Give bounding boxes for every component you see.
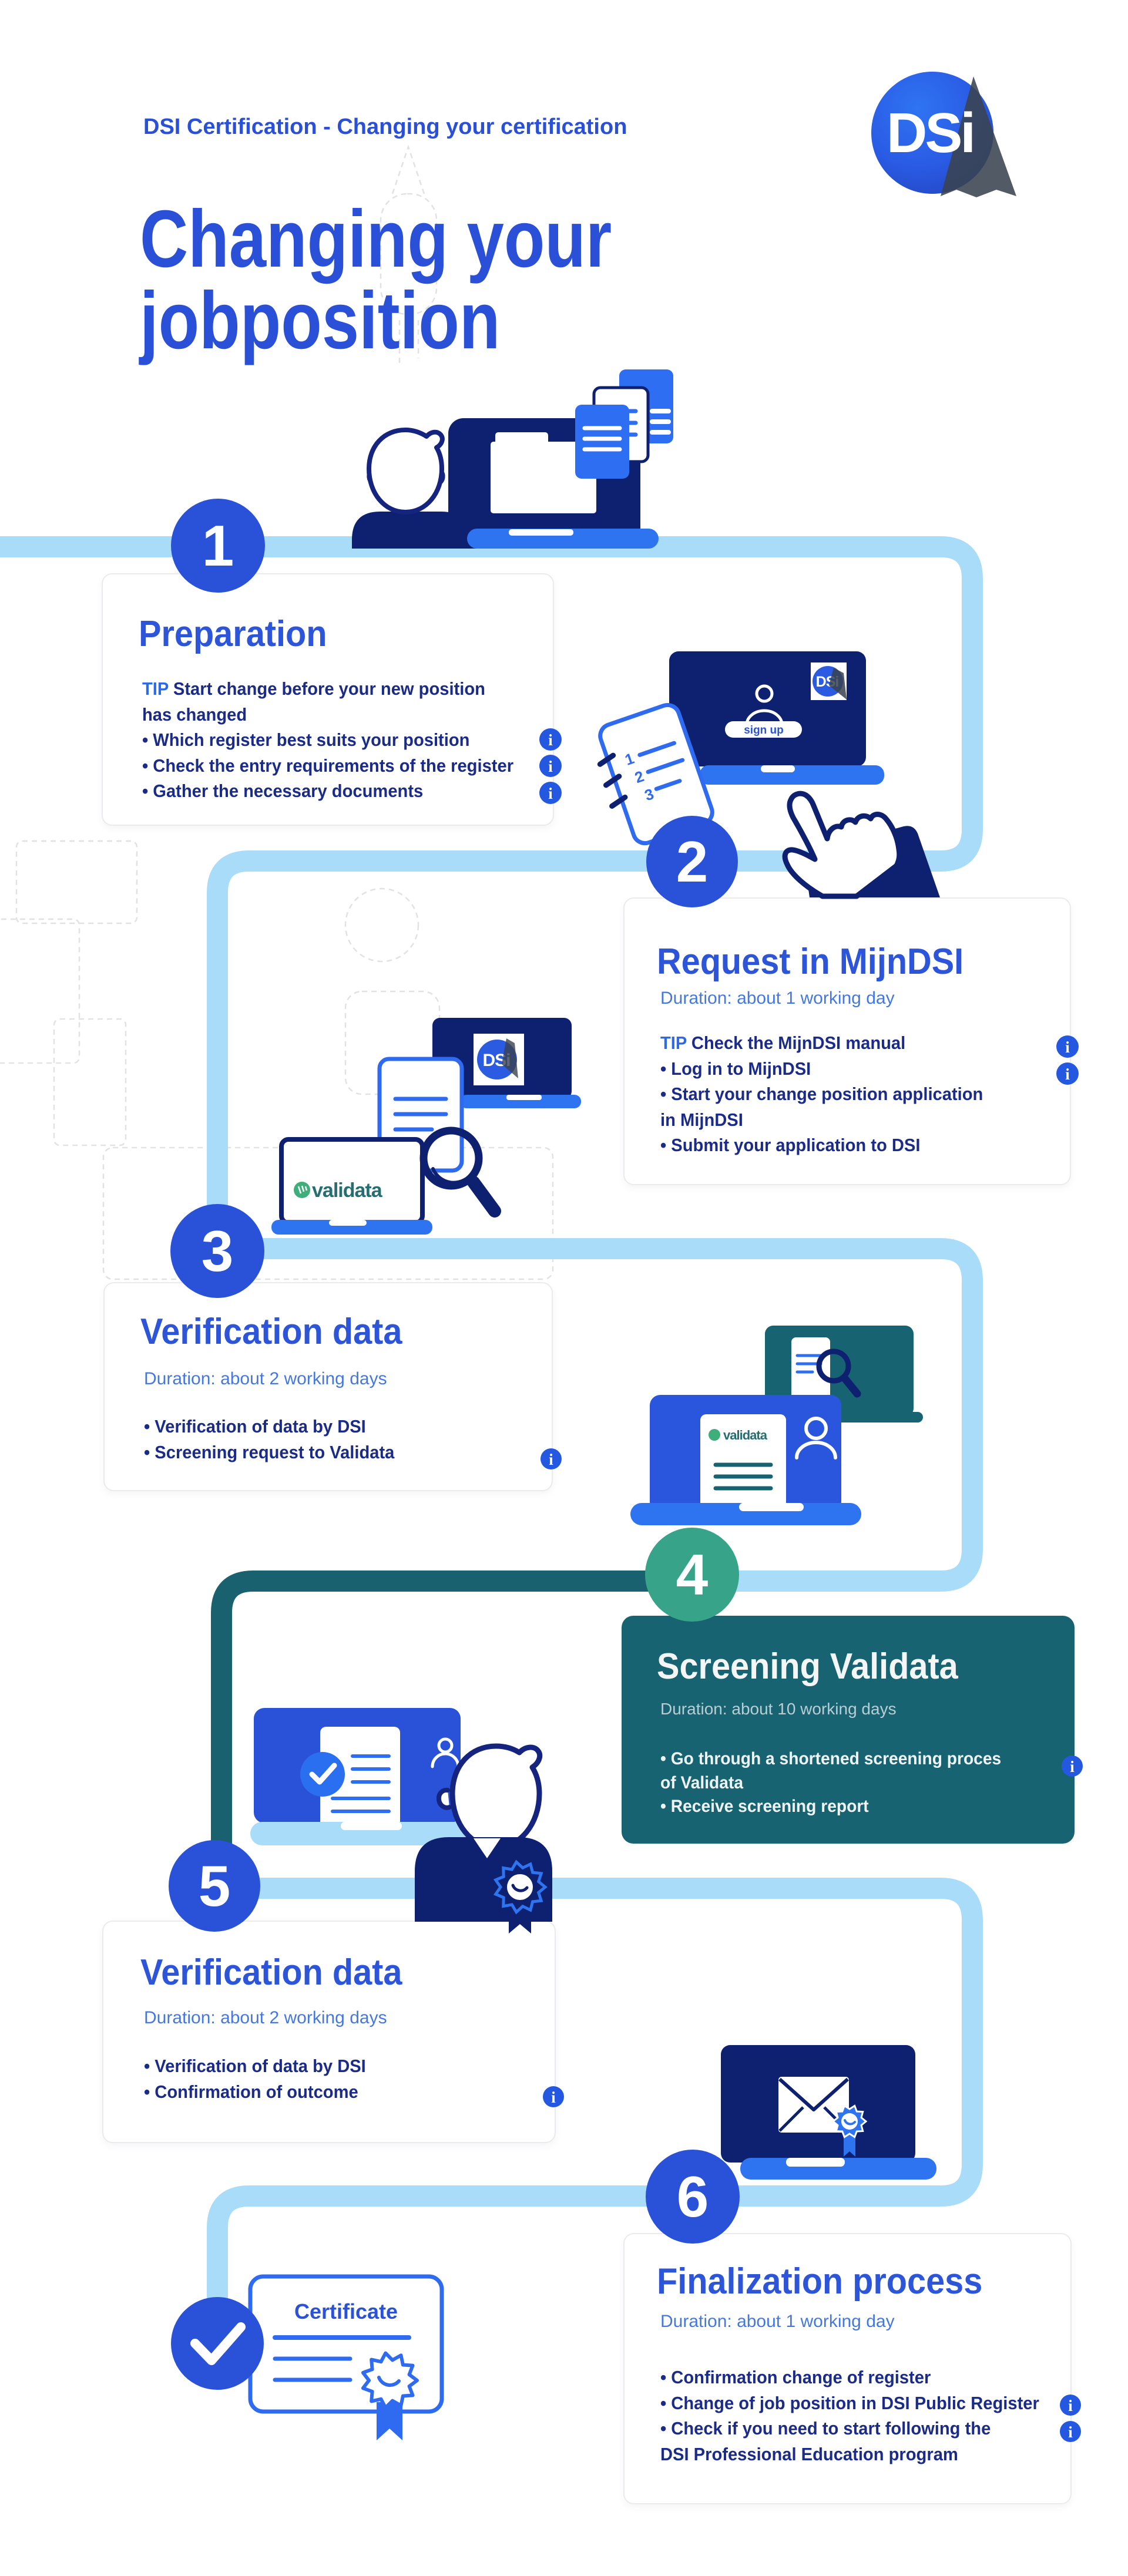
- svg-text:i: i: [548, 758, 553, 775]
- svg-text:i: i: [549, 1451, 553, 1468]
- svg-text:i: i: [548, 785, 553, 802]
- svg-text:i: i: [1065, 1038, 1070, 1056]
- svg-text:i: i: [551, 2089, 556, 2106]
- svg-text:Certificate: Certificate: [294, 2299, 398, 2323]
- svg-text:i: i: [548, 731, 553, 749]
- svg-text:i: i: [1068, 2397, 1073, 2414]
- svg-text:validata: validata: [723, 1428, 768, 1442]
- svg-text:validata: validata: [312, 1179, 383, 1202]
- svg-text:i: i: [1068, 2423, 1073, 2441]
- svg-text:i: i: [1070, 1758, 1075, 1775]
- svg-text:i: i: [1065, 1065, 1070, 1083]
- svg-text:sign up: sign up: [744, 724, 784, 737]
- svg-text:DSi: DSi: [887, 102, 973, 164]
